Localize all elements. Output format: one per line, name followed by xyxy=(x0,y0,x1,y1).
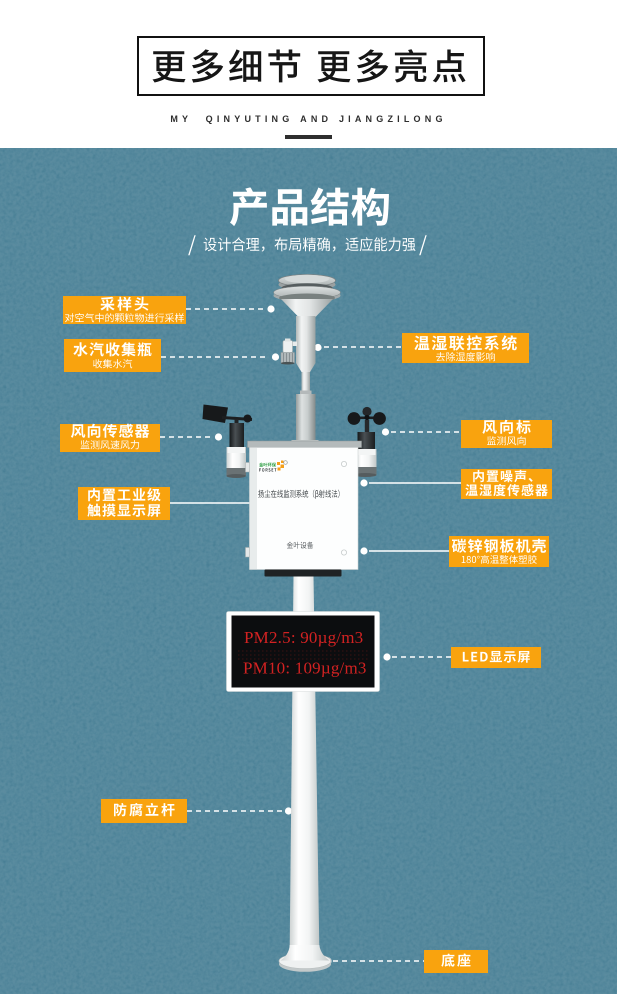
svg-text:PM2.5: 90µg/m3: PM2.5: 90µg/m3 xyxy=(244,628,363,647)
svg-text:PM10: 109µg/m3: PM10: 109µg/m3 xyxy=(243,659,367,678)
